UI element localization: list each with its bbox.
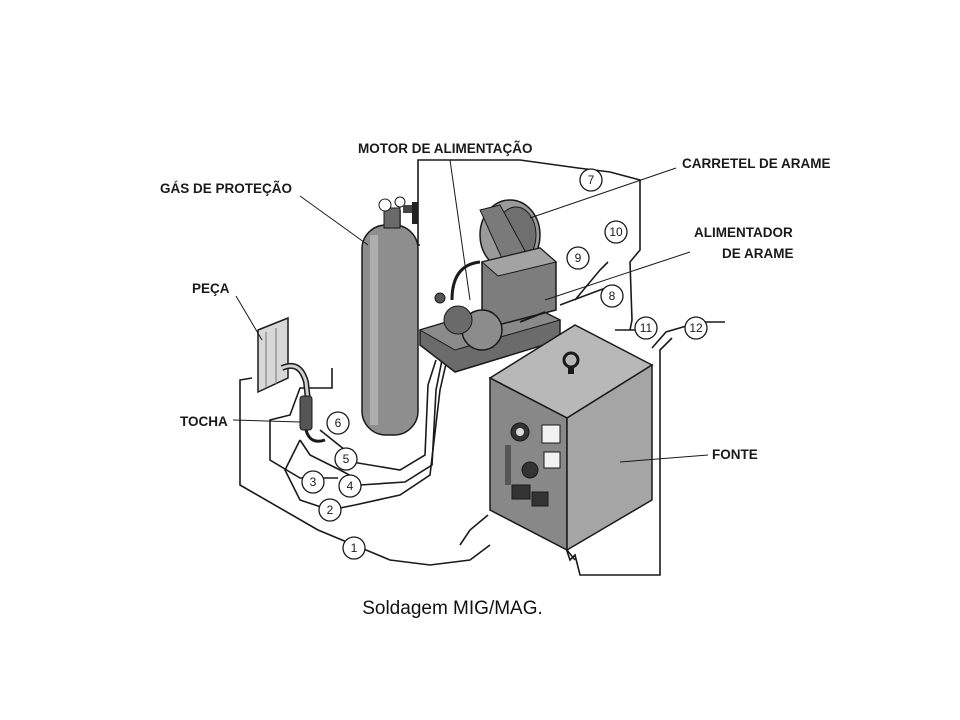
label-fonte: FONTE (712, 447, 758, 462)
callout-4-label: 4 (347, 479, 354, 493)
callout-5-label: 5 (343, 452, 350, 466)
callout-6-label: 6 (335, 416, 342, 430)
callout-3: 3 (301, 470, 325, 494)
label-tocha: TOCHA (180, 414, 228, 429)
callout-11-label: 11 (640, 321, 653, 335)
label-alimentador-2: DE ARAME (722, 246, 794, 261)
callout-3-label: 3 (310, 475, 317, 489)
callout-5: 5 (334, 447, 358, 471)
callout-1-label: 1 (351, 541, 358, 555)
callout-8-label: 8 (609, 289, 616, 303)
callout-10: 10 (604, 220, 628, 244)
label-motor: MOTOR DE ALIMENTAÇÃO (358, 141, 533, 156)
callout-8: 8 (600, 284, 624, 308)
callout-7: 7 (579, 168, 603, 192)
callout-1: 1 (342, 536, 366, 560)
callout-11: 11 (634, 316, 658, 340)
label-alimentador-1: ALIMENTADOR (694, 225, 793, 240)
callout-9: 9 (566, 246, 590, 270)
label-carretel: CARRETEL DE ARAME (682, 156, 831, 171)
callout-9-label: 9 (575, 251, 582, 265)
callout-2-label: 2 (327, 503, 334, 517)
callout-4: 4 (338, 474, 362, 498)
leader-lines (232, 159, 709, 463)
label-peca: PEÇA (192, 281, 230, 296)
figure-caption: Soldagem MIG/MAG. (362, 598, 543, 619)
cables (239, 159, 725, 576)
gas-cylinder (361, 196, 419, 436)
callout-12-label: 12 (689, 321, 703, 335)
wire-feeder (418, 199, 562, 373)
power-source (488, 324, 654, 561)
callout-6: 6 (326, 411, 350, 435)
workpiece (257, 316, 289, 394)
callout-2: 2 (318, 498, 342, 522)
callout-10-label: 10 (609, 225, 623, 239)
torch (280, 362, 326, 443)
callout-7-label: 7 (588, 173, 595, 187)
callout-12: 12 (684, 316, 708, 340)
label-gas: GÁS DE PROTEÇÃO (160, 181, 292, 196)
